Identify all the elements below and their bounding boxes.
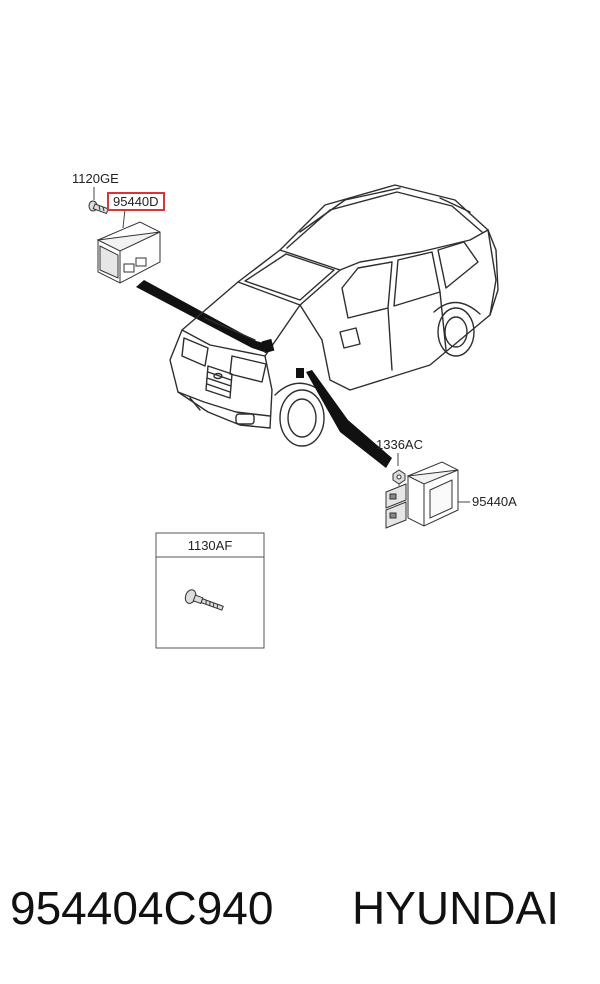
leader-95440d <box>122 208 126 229</box>
part-number: 954404C940 <box>10 882 274 934</box>
caption-bar: 954404C940 HYUNDAI <box>0 878 600 948</box>
leader-band-side <box>306 370 392 468</box>
callout-1120ge: 1120GE <box>72 171 119 186</box>
suv-vehicle-illustration <box>169 184 499 447</box>
brand-name: HYUNDAI <box>352 882 560 934</box>
detail-box-1130af <box>155 532 265 649</box>
nut-icon <box>392 469 406 485</box>
bolt-icon <box>88 200 109 215</box>
connector-module-icon <box>385 461 459 529</box>
bolt-icon <box>184 589 224 611</box>
marker-front-location <box>261 338 275 354</box>
leader-band-front <box>136 280 268 352</box>
callout-1130af: 1130AF <box>187 538 233 553</box>
callout-1336ac: 1336AC <box>376 437 423 452</box>
callout-95440a: 95440A <box>472 494 517 509</box>
marker-side-location <box>296 368 304 378</box>
callout-95440d: 95440D <box>107 192 165 211</box>
control-module-icon <box>96 221 161 284</box>
